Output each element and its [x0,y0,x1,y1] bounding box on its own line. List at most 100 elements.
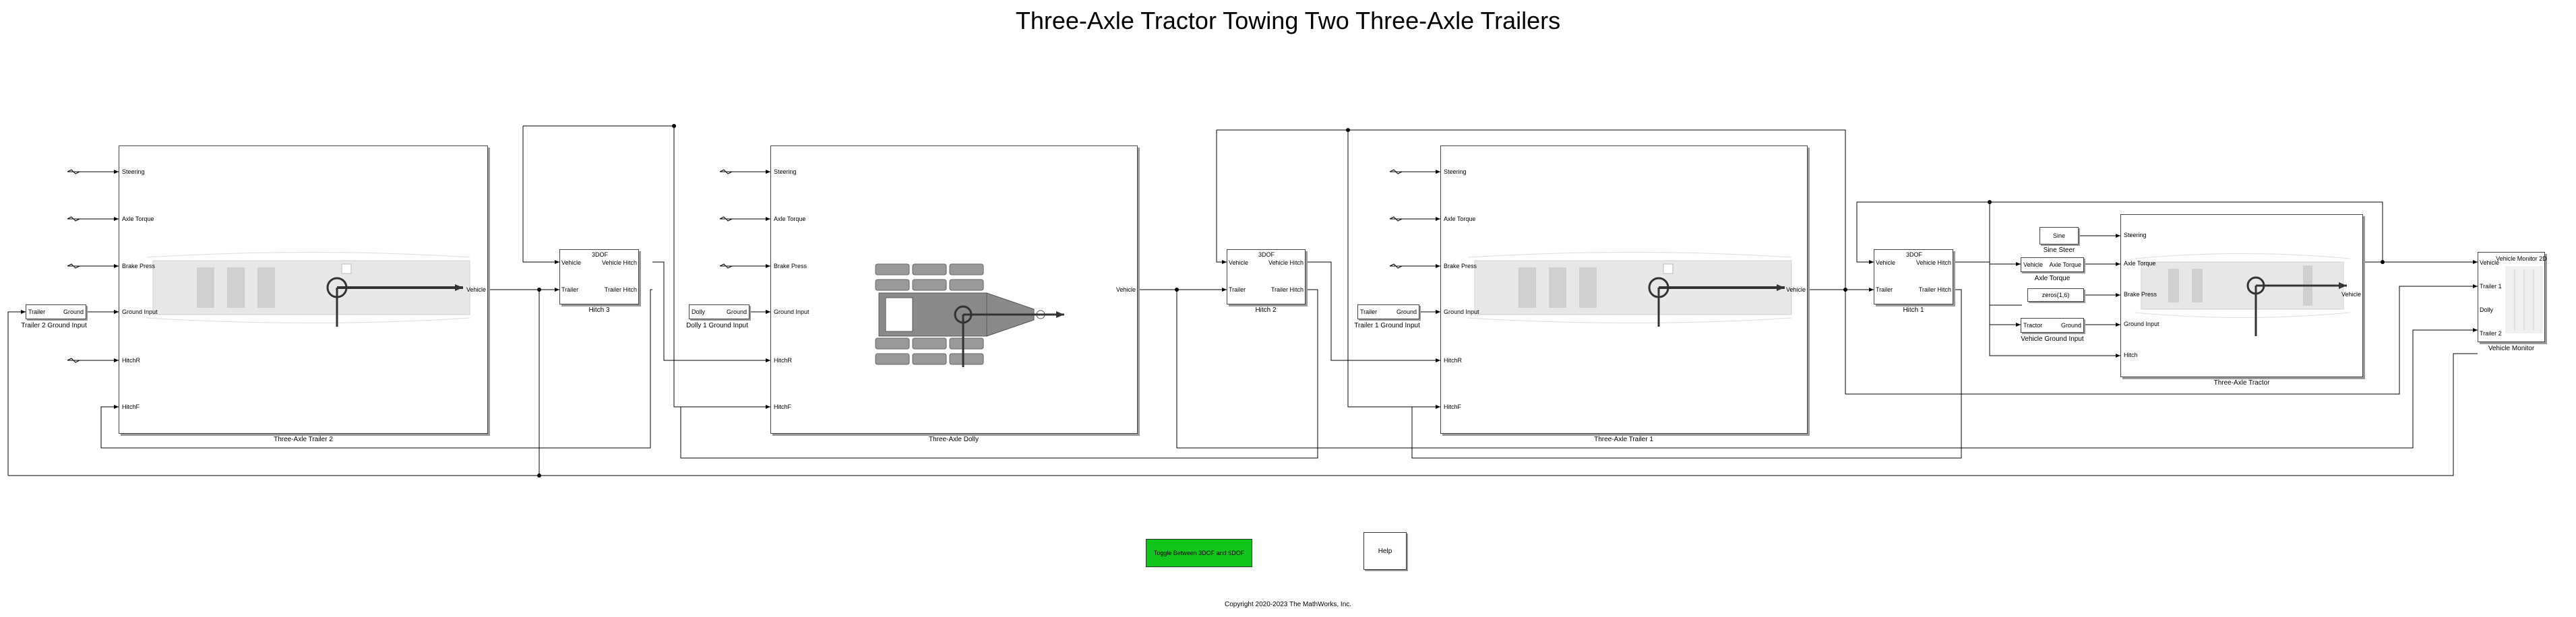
zeros-constant-text: zeros(1,6) [2042,292,2070,298]
trailer1-port-axle-torque: Axle Torque [1444,216,1476,222]
dolly-ground-right: Ground [726,308,747,315]
vehicle-ground-left: Tractor [2023,322,2043,329]
monitor-header: Vehicle Monitor 2D [2496,255,2547,262]
trailer2-port-brake-press: Brake Press [122,263,156,269]
hitch2-block[interactable]: 3DOF Vehicle Trailer Vehicle Hitch Trail… [1227,249,1306,304]
zeros-constant-block[interactable]: zeros(1,6) [2027,288,2084,302]
vehicle-monitor-label: Vehicle Monitor [2488,345,2535,352]
help-button[interactable]: Help [1363,532,1407,570]
dolly-port-axle-torque: Axle Torque [774,216,806,222]
axle-torque-left: Vehicle [2023,261,2044,268]
trailer2-port-hitchr: HitchR [122,357,141,364]
trailer2-port-hitchf: HitchF [122,403,140,410]
dolly-label: Three-Axle Dolly [929,436,979,443]
hitch1-label: Hitch 1 [1903,306,1924,314]
trailer1-port-vehicle: Vehicle [1785,286,1806,293]
hitch3-out-vehicle-hitch: Vehicle Hitch [601,259,637,266]
junction-dots [537,124,2385,478]
monitor-port-trailer2: Trailer 2 [2480,330,2502,337]
trailer2-ground-block[interactable]: Trailer Ground [26,304,86,319]
trailer1-port-steering: Steering [1444,168,1467,175]
hitch2-label: Hitch 2 [1255,306,1277,314]
trailer1-port-hitchf: HitchF [1444,403,1462,410]
tractor-label: Three-Axle Tractor [2213,379,2270,387]
dolly-ground-label: Dolly 1 Ground Input [686,322,748,329]
dolly-icon [875,263,1064,367]
trailer1-port-brake-press: Brake Press [1444,263,1477,269]
hitch2-out-vehicle-hitch: Vehicle Hitch [1268,259,1304,266]
trailer1-block[interactable]: Steering Axle Torque Brake Press Ground … [1440,145,1808,434]
tractor-port-axle-torque: Axle Torque [2124,260,2156,267]
toggle-3dof-6dof-button[interactable]: Toggle Between 3DOF and 6DOF [1146,539,1252,567]
dolly-port-ground-input: Ground Input [774,308,809,315]
trailer2-port-vehicle: Vehicle [466,286,486,293]
monitor-port-dolly: Dolly [2480,306,2494,313]
trailer-icon [1468,252,1792,327]
trailer1-ground-left: Trailer [1360,308,1378,315]
vehicle-monitor-block[interactable]: Vehicle Monitor 2D Vehicle Trailer 1 Dol… [2478,252,2547,342]
trailer2-ground-right: Ground [63,308,84,315]
hitch2-header: 3DOF [1258,251,1275,258]
hitch3-label: Hitch 3 [588,306,610,314]
trailer1-ground-right: Ground [1396,308,1417,315]
hitch1-out-vehicle-hitch: Vehicle Hitch [1915,259,1951,266]
hitch2-out-trailer-hitch: Trailer Hitch [1270,286,1304,293]
hitch2-in-vehicle: Vehicle [1229,259,1249,266]
tractor-port-steering: Steering [2124,232,2147,238]
monitor-port-vehicle: Vehicle [2480,259,2500,266]
monitor-icon [2505,266,2543,333]
trailer2-port-steering: Steering [122,168,145,175]
dolly-port-brake-press: Brake Press [774,263,807,269]
dolly-port-steering: Steering [774,168,797,175]
trailer1-port-hitchr: HitchR [1444,357,1463,364]
vehicle-ground-label: Vehicle Ground Input [2021,335,2084,343]
copyright-text: Copyright 2020-2023 The MathWorks, Inc. [1224,601,1352,608]
trailer2-ground-left: Trailer [28,308,46,315]
dolly-port-hitchr: HitchR [774,357,793,364]
sine-steer-block[interactable]: Sine [2040,227,2079,245]
sine-steer-text: Sine [2052,232,2066,239]
hitch3-in-vehicle: Vehicle [561,259,582,266]
axle-torque-right: Axle Torque [2049,261,2081,268]
hitch3-header: 3DOF [591,251,609,258]
trailer2-block[interactable]: Steering Axle Torque Brake Press Ground … [119,145,488,434]
vehicle-ground-right: Ground [2060,322,2081,329]
hitch1-block[interactable]: 3DOF Vehicle Trailer Vehicle Hitch Trail… [1874,249,1953,304]
tractor-icon [2135,253,2351,336]
diagram-title: Three-Axle Tractor Towing Two Three-Axle… [1015,7,1561,34]
tractor-port-ground-input: Ground Input [2124,321,2159,327]
trailer2-label: Three-Axle Trailer 2 [274,436,333,443]
trailer-icon [146,252,470,327]
dolly-block[interactable]: Steering Axle Torque Brake Press Ground … [770,145,1138,434]
dolly-ground-left: Dolly [692,308,706,315]
vehicle-ground-block[interactable]: Tractor Ground [2021,318,2084,333]
trailer2-port-axle-torque: Axle Torque [122,216,154,222]
terminator-symbols [67,169,1403,363]
trailer1-port-ground-input: Ground Input [1444,308,1479,315]
tractor-port-hitch: Hitch [2124,352,2138,358]
monitor-port-trailer1: Trailer 1 [2480,283,2502,290]
hitch3-block[interactable]: 3DOF Vehicle Trailer Vehicle Hitch Trail… [559,249,639,304]
hitch1-in-vehicle: Vehicle [1876,259,1896,266]
dolly-port-vehicle: Vehicle [1115,286,1136,293]
tractor-block[interactable]: Steering Axle Torque Brake Press Ground … [2120,214,2363,377]
trailer1-ground-block[interactable]: Trailer Ground [1357,304,1419,319]
tractor-port-vehicle: Vehicle [2341,291,2361,298]
trailer2-port-ground-input: Ground Input [122,308,158,315]
axle-torque-block[interactable]: Vehicle Axle Torque [2021,257,2084,272]
trailer1-label: Three-Axle Trailer 1 [1594,436,1653,443]
tractor-port-brake-press: Brake Press [2124,291,2157,298]
signal-lines [7,125,2478,476]
sine-steer-label: Sine Steer [2043,247,2075,254]
dolly-port-hitchf: HitchF [774,403,792,410]
hitch1-in-trailer: Trailer [1876,286,1893,293]
axle-torque-label: Axle Torque [2034,275,2071,282]
hitch3-in-trailer: Trailer [561,286,579,293]
hitch3-out-trailer-hitch: Trailer Hitch [604,286,637,293]
trailer2-ground-label: Trailer 2 Ground Input [21,322,87,329]
hitch1-header: 3DOF [1905,251,1923,258]
dolly-ground-block[interactable]: Dolly Ground [689,304,749,319]
hitch2-in-trailer: Trailer [1229,286,1246,293]
hitch1-out-trailer-hitch: Trailer Hitch [1918,286,1951,293]
